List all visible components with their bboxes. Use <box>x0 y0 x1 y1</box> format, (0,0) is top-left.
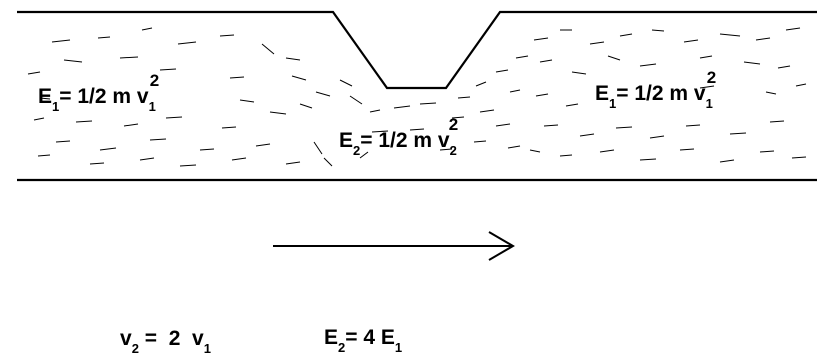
flow-streak <box>683 39 699 43</box>
flow-streak <box>285 161 301 165</box>
flow-streak <box>315 91 331 97</box>
flow-streak <box>97 36 111 39</box>
constriction-energy-label: E2= 1/2 m v22 <box>339 115 458 158</box>
flow-streak <box>495 123 511 127</box>
flow-streak <box>777 65 791 69</box>
flow-streak <box>285 57 301 61</box>
flow-streak <box>791 156 807 159</box>
channel-top-wall <box>17 10 817 90</box>
flow-streak <box>349 95 363 105</box>
flow-streak <box>473 140 487 143</box>
energy-relation: E2= 4 E1 <box>324 326 402 355</box>
flow-streak <box>219 34 235 37</box>
flow-streak <box>457 96 471 99</box>
flow-streak <box>119 56 139 59</box>
flow-streak <box>507 145 521 149</box>
flow-streak <box>679 148 695 151</box>
flow-streak <box>543 124 559 127</box>
flow-streak <box>765 91 777 95</box>
flow-streak <box>179 164 197 167</box>
flow-streak <box>743 61 761 65</box>
flow-streak <box>323 157 333 167</box>
flow-streak <box>729 132 747 135</box>
flow-streak <box>393 105 411 109</box>
flow-streak <box>63 59 83 63</box>
velocity-relation: v2 = 2 v1 <box>120 327 211 356</box>
flow-streak <box>607 55 621 61</box>
flow-streak <box>159 68 177 71</box>
flow-streak <box>39 97 51 100</box>
flow-streak <box>33 117 45 121</box>
flow-streak <box>369 109 381 113</box>
flow-streak <box>229 76 245 79</box>
flow-streak <box>149 138 167 141</box>
flow-streak <box>533 37 549 41</box>
flow-streak <box>699 85 715 89</box>
flow-streak <box>75 120 93 123</box>
flow-streak <box>255 143 271 147</box>
flow-streak <box>589 41 605 45</box>
flow-streak <box>419 102 437 105</box>
flow-streak <box>141 27 153 31</box>
flow-streak <box>55 140 71 143</box>
flow-streak <box>565 103 579 107</box>
flow-streak <box>123 123 139 127</box>
flow-direction-arrow-icon <box>273 231 515 261</box>
flow-streak <box>515 55 529 59</box>
flow-streak <box>685 124 701 127</box>
right-energy-label: E1= 1/2 m v12 <box>595 68 716 111</box>
flow-streak <box>371 130 389 133</box>
flow-streak <box>451 116 465 119</box>
flow-streak <box>651 29 665 32</box>
flow-streak <box>599 149 615 153</box>
flow-streak <box>165 116 183 119</box>
flow-streak <box>755 37 771 41</box>
flow-streak <box>27 71 41 75</box>
flow-streak <box>619 33 633 37</box>
flow-streak <box>89 162 105 165</box>
left-energy-label: E1= 1/2 m v12 <box>38 71 159 114</box>
flow-streak <box>699 55 713 59</box>
flow-streak <box>769 120 785 123</box>
flow-streak <box>759 150 775 153</box>
flow-streak <box>639 158 657 161</box>
flow-streak <box>719 33 741 37</box>
flow-streak <box>495 69 509 73</box>
flow-streak <box>795 83 807 87</box>
flow-streak <box>139 157 155 161</box>
flow-streak-marks <box>27 27 807 167</box>
flow-streak <box>313 141 323 155</box>
flow-streak <box>299 103 313 109</box>
flow-streak <box>409 128 425 131</box>
flow-streak <box>51 39 71 43</box>
flow-streak <box>579 133 595 137</box>
flow-streak <box>239 99 255 103</box>
flow-streak <box>269 111 287 115</box>
flow-streak <box>439 148 453 151</box>
flow-streak <box>37 154 51 157</box>
flow-streak <box>509 89 521 93</box>
flow-streak <box>539 59 553 63</box>
flow-streak <box>291 75 307 81</box>
flow-streak <box>177 41 197 45</box>
flow-streak <box>639 63 657 67</box>
flow-streak <box>221 126 237 129</box>
flow-streak <box>479 109 495 113</box>
flow-streak <box>529 149 541 153</box>
flow-streak <box>785 27 801 31</box>
flow-streak <box>339 79 353 87</box>
flow-streak <box>475 81 487 87</box>
flow-streak <box>559 154 573 157</box>
flow-streak <box>359 151 369 159</box>
flow-streak <box>99 147 117 151</box>
flow-streak <box>615 126 633 129</box>
flow-streak <box>649 135 665 139</box>
flow-streak <box>199 148 215 151</box>
flow-streak <box>535 93 549 97</box>
flow-streak <box>719 159 735 163</box>
flow-streak <box>571 71 587 75</box>
flow-streak <box>261 43 275 55</box>
flow-streak <box>231 157 247 161</box>
